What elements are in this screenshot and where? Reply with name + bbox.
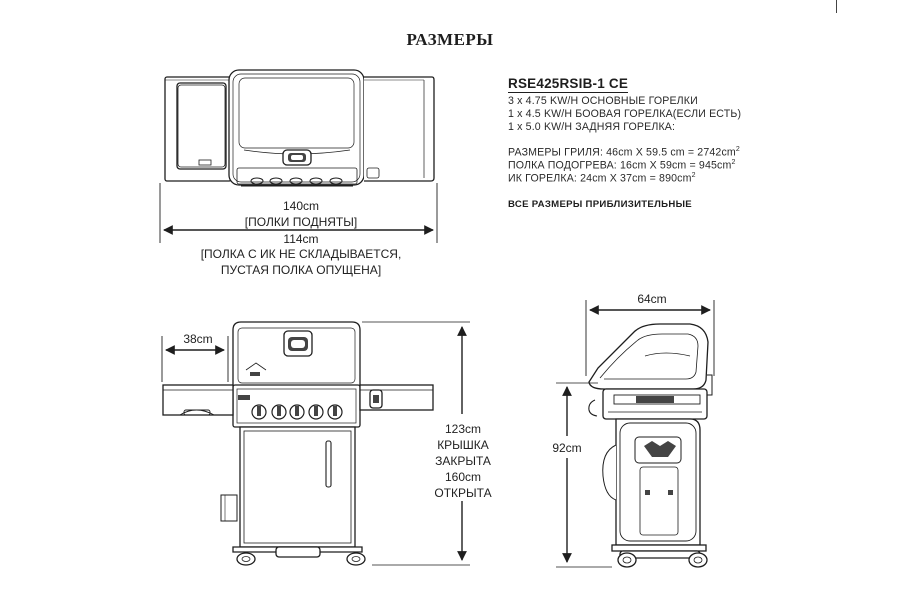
dim-lid-word2: ЗАКРЫТА	[435, 454, 491, 468]
size-ir-burner: ИК ГОРЕЛКА: 24cm X 37cm = 890cm2	[508, 172, 696, 185]
top-view-grill	[164, 69, 435, 187]
dim-lines-top	[159, 183, 438, 243]
dim-folded-line2: ПУСТАЯ ПОЛКА ОПУЩЕНА]	[220, 263, 382, 277]
size-warming-rack: ПОЛКА ПОДОГРЕВА: 16cm X 59cm = 945cm2	[508, 159, 736, 172]
dim-shelf-depth: 38cm	[183, 332, 213, 346]
approx-note: ВСЕ РАЗМЕРЫ ПРИБЛИЗИТЕЛЬНЫЕ	[508, 199, 692, 210]
page-title: РАЗМЕРЫ	[406, 30, 494, 49]
spec-rear-burner: 1 x 5.0 KW/H ЗАДНЯЯ ГОРЕЛКА:	[508, 121, 676, 133]
model-name: RSE425RSIB-1 CE	[508, 76, 629, 93]
spec-main-burners: 3 x 4.75 KW/H ОСНОВНЫЕ ГОРЕЛКИ	[508, 95, 698, 107]
dim-lines-side	[556, 300, 715, 568]
dim-side-depth: 64cm	[637, 292, 667, 306]
dim-width-raised: 140cm	[282, 199, 320, 213]
side-view-grill	[588, 323, 713, 568]
front-view-grill	[162, 321, 434, 566]
dim-lid-word1: КРЫШКА	[437, 438, 489, 452]
size-grill: РАЗМЕРЫ ГРИЛЯ: 46cm X 59.5 cm = 2742cm2	[508, 146, 740, 159]
corner-mark	[836, 0, 837, 13]
dim-folded-line1: [ПОЛКА С ИК НЕ СКЛАДЫВАЕТСЯ,	[200, 247, 402, 261]
dim-open-word: ОТКРЫТА	[434, 486, 492, 500]
dim-side-height: 92cm	[552, 441, 582, 455]
dim-height-closed: 123cm	[444, 422, 482, 436]
dim-width-folded: 114cm	[283, 232, 319, 246]
spec-side-burner: 1 x 4.5 KW/H БООВАЯ ГОРЕЛКА(ЕСЛИ ЕСТЬ)	[508, 108, 742, 120]
dim-height-open: 160cm	[444, 470, 482, 484]
dim-lines-front	[161, 321, 470, 566]
